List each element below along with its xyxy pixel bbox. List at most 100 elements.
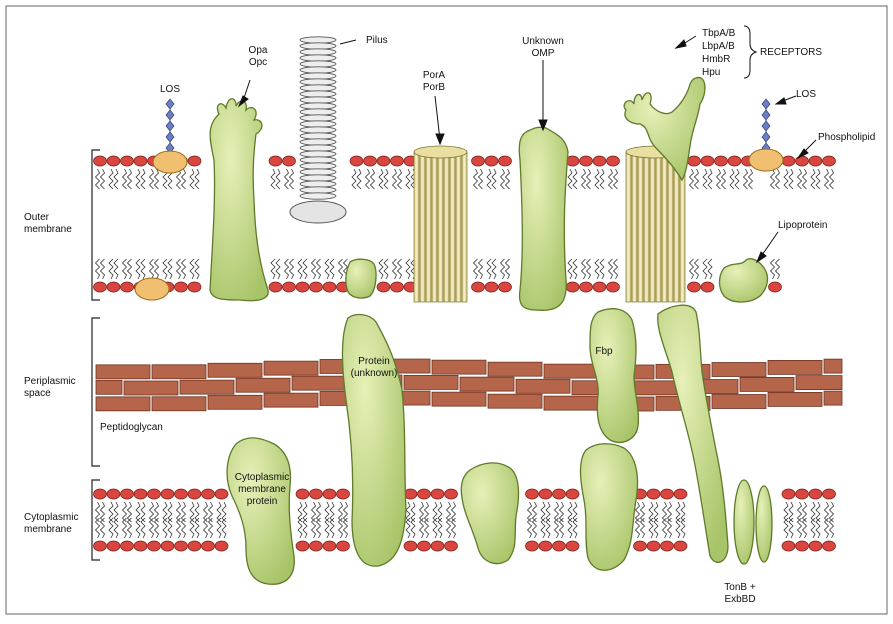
pilus-ring bbox=[300, 109, 336, 115]
peptidoglycan-brick bbox=[404, 375, 458, 389]
label-tbpab: TbpA/B bbox=[702, 28, 736, 39]
pilus-ring bbox=[300, 49, 336, 55]
label-los-left: LOS bbox=[160, 84, 180, 95]
peptidoglycan-brick bbox=[488, 394, 542, 408]
peptidoglycan-brick bbox=[292, 376, 346, 390]
peptidoglycan-brick bbox=[236, 378, 290, 392]
pilus-ring bbox=[300, 157, 336, 163]
lipid-head bbox=[701, 282, 714, 292]
label-outer: Outer bbox=[24, 212, 50, 223]
label-los-right: LOS bbox=[796, 89, 816, 100]
peptidoglycan-brick bbox=[124, 381, 178, 395]
label-hmbr: HmbR bbox=[702, 54, 730, 65]
pilus-ring bbox=[300, 115, 336, 121]
lipid-head bbox=[364, 156, 377, 166]
lipid-head bbox=[566, 282, 579, 292]
lipid-head bbox=[148, 489, 161, 499]
lipid-head bbox=[188, 541, 201, 551]
pilus-ring bbox=[300, 169, 336, 175]
lipid-head bbox=[323, 282, 336, 292]
porin-strand bbox=[638, 152, 643, 302]
pilus-ring bbox=[300, 97, 336, 103]
lipid-head bbox=[377, 156, 390, 166]
pilus-ring bbox=[300, 145, 336, 151]
label-receptors: RECEPTORS bbox=[760, 47, 822, 58]
lipid-head bbox=[647, 489, 660, 499]
lipid-head bbox=[809, 541, 822, 551]
lipid-head bbox=[310, 541, 323, 551]
lipid-head bbox=[175, 489, 188, 499]
lipid-head bbox=[337, 489, 350, 499]
lipid-head bbox=[431, 489, 444, 499]
pilus-ring bbox=[300, 55, 336, 61]
lipid-head bbox=[769, 282, 782, 292]
porin-strand bbox=[644, 152, 649, 302]
lipid-head bbox=[391, 282, 404, 292]
peptidoglycan-brick bbox=[796, 376, 842, 390]
pilus-ring bbox=[300, 193, 336, 199]
lipid-head bbox=[121, 282, 134, 292]
lipid-head bbox=[94, 156, 107, 166]
porin-strand bbox=[632, 152, 637, 302]
lipid-head bbox=[121, 541, 134, 551]
peptidoglycan-brick bbox=[180, 380, 234, 394]
lipid-head bbox=[94, 282, 107, 292]
lipid-head bbox=[526, 489, 539, 499]
porin-strand bbox=[414, 152, 419, 302]
label-phospholipid: Phospholipid bbox=[818, 132, 875, 143]
porin-strand bbox=[662, 152, 667, 302]
lipid-head bbox=[539, 489, 552, 499]
lipid-head bbox=[526, 541, 539, 551]
lipid-head bbox=[161, 541, 174, 551]
lipid-head bbox=[688, 282, 701, 292]
lipid-head bbox=[634, 541, 647, 551]
lipid-head bbox=[107, 489, 120, 499]
peptidoglycan-brick bbox=[544, 364, 598, 378]
lipid-head bbox=[728, 156, 741, 166]
lipid-head bbox=[107, 541, 120, 551]
lipid-head bbox=[310, 489, 323, 499]
los-lipid-a bbox=[135, 278, 169, 300]
lipid-head bbox=[107, 282, 120, 292]
peptidoglycan-brick bbox=[208, 395, 262, 409]
label-tonb: TonB + bbox=[724, 582, 756, 593]
label-exbbd: ExbBD bbox=[724, 594, 755, 605]
lipid-head bbox=[674, 541, 687, 551]
lipid-head bbox=[674, 489, 687, 499]
lipid-head bbox=[580, 156, 593, 166]
pilus-ring bbox=[300, 121, 336, 127]
porin-strand bbox=[650, 152, 655, 302]
lipid-head bbox=[782, 156, 795, 166]
lipid-head bbox=[175, 282, 188, 292]
lipid-head bbox=[161, 489, 174, 499]
lipid-head bbox=[350, 156, 363, 166]
lipid-head bbox=[445, 489, 458, 499]
peptidoglycan-brick bbox=[768, 360, 822, 374]
peptidoglycan-brick bbox=[824, 359, 842, 373]
peptidoglycan-brick bbox=[264, 361, 318, 375]
lipid-head bbox=[404, 541, 417, 551]
peptidoglycan-brick bbox=[432, 392, 486, 406]
lipid-head bbox=[809, 489, 822, 499]
lipid-head bbox=[418, 489, 431, 499]
pilus-ring bbox=[300, 163, 336, 169]
lipid-head bbox=[431, 541, 444, 551]
lipid-head bbox=[188, 489, 201, 499]
pora-porb-porin bbox=[414, 146, 467, 302]
peptidoglycan-brick bbox=[516, 379, 570, 393]
label-fbp: Fbp bbox=[595, 346, 613, 357]
peptidoglycan-brick bbox=[208, 363, 262, 377]
pilus-ring bbox=[300, 133, 336, 139]
lipid-head bbox=[647, 541, 660, 551]
peptidoglycan-brick bbox=[152, 397, 206, 411]
lipid-head bbox=[566, 541, 579, 551]
lipid-head bbox=[661, 489, 674, 499]
porin-strand bbox=[420, 152, 425, 302]
lipid-head bbox=[566, 489, 579, 499]
peptidoglycan-brick bbox=[460, 377, 514, 391]
lipid-head bbox=[553, 541, 566, 551]
lipid-head bbox=[539, 541, 552, 551]
peptidoglycan-brick bbox=[96, 365, 150, 379]
lipid-head bbox=[593, 156, 606, 166]
